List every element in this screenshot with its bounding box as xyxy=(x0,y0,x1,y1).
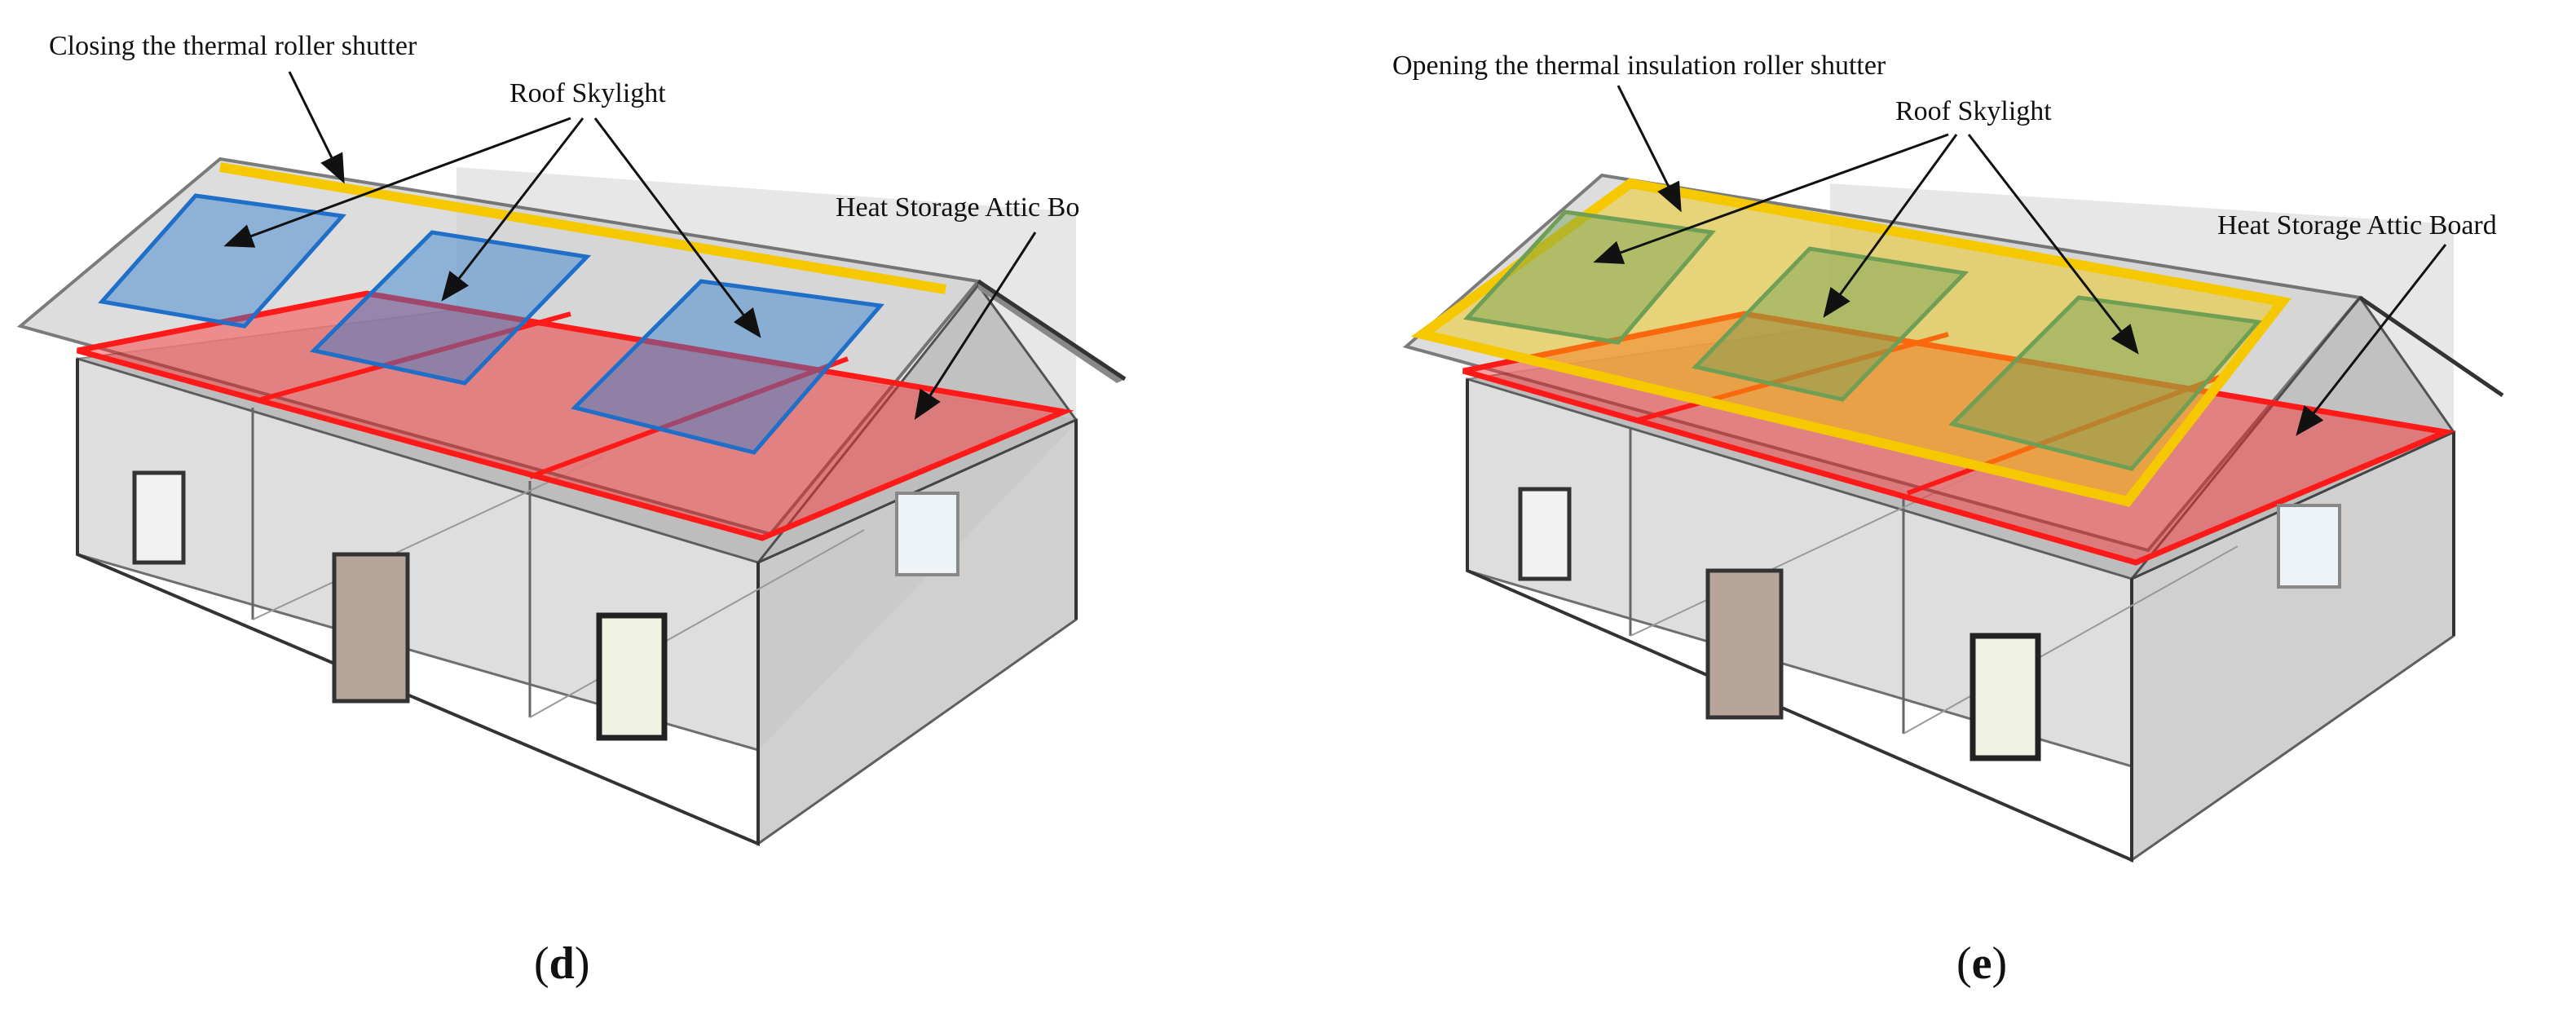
wall-edges-e xyxy=(1466,379,2133,863)
house-diagram-d xyxy=(16,71,1127,847)
skylight-label-e: Roof Skylight xyxy=(1895,96,2052,126)
caption-d: (d) xyxy=(534,938,590,989)
skylight-e-3 xyxy=(1948,295,2262,471)
skylight-d-1 xyxy=(98,193,346,329)
door-d xyxy=(332,552,410,704)
arrow-skylight-e-3 xyxy=(1967,134,2139,355)
arrow-attic-e xyxy=(2296,244,2447,436)
skylight-d-3 xyxy=(571,279,884,455)
arrow-skylight-d-3 xyxy=(593,117,761,338)
attic-label-d: Heat Storage Attic Bo xyxy=(836,192,1080,223)
window-e-2 xyxy=(1969,633,2041,761)
arrow-skylight-e-1 xyxy=(1593,133,1949,264)
arrow-shutter-d xyxy=(288,71,345,184)
window-d-2 xyxy=(596,612,668,741)
gable-triangle-d xyxy=(756,283,1078,564)
shutter-closed-d xyxy=(219,162,946,294)
skylight-d-2 xyxy=(309,230,592,386)
window-e-3 xyxy=(2277,504,2341,589)
shutter-label-e: Opening the thermal insulation roller sh… xyxy=(1392,51,1886,81)
wall-edges-d xyxy=(76,359,760,847)
skylight-e-2 xyxy=(1692,246,1969,402)
arrow-skylight-d-2 xyxy=(441,117,584,302)
caption-e: (e) xyxy=(1956,938,2008,989)
shutter-label-d: Closing the thermal roller shutter xyxy=(49,31,417,61)
skylight-e-1 xyxy=(1463,210,1716,345)
window-d-3 xyxy=(895,492,959,576)
door-e xyxy=(1705,568,1784,720)
attic-board-e xyxy=(1462,311,2456,566)
arrow-skylight-d-1 xyxy=(223,117,571,248)
skylight-label-d: Roof Skylight xyxy=(509,78,666,108)
window-d-1 xyxy=(132,470,186,565)
house-diagram-e xyxy=(1402,85,2504,863)
arrow-attic-d xyxy=(914,232,1037,421)
attic-label-e: Heat Storage Attic Board xyxy=(2217,210,2497,240)
arrow-shutter-e xyxy=(1617,85,1682,213)
arrow-skylight-e-2 xyxy=(1823,134,1958,318)
window-e-1 xyxy=(1518,487,1572,581)
